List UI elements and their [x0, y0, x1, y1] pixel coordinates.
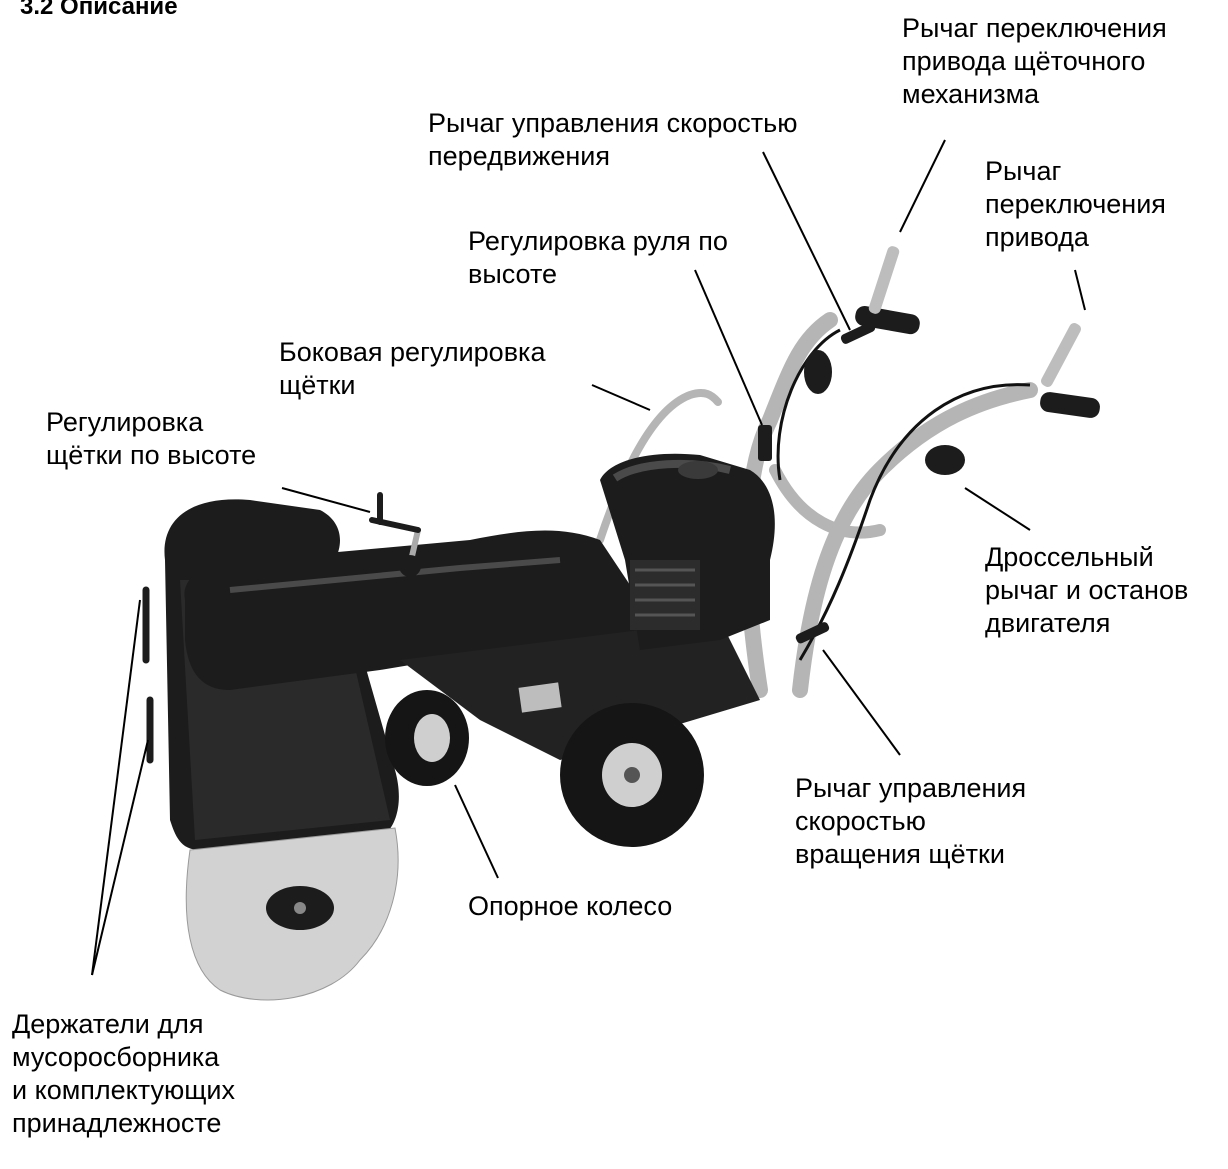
travel-lever-shape — [840, 321, 877, 345]
right-handle-bar — [800, 390, 1030, 690]
holder-rods — [146, 590, 150, 760]
drive-wheel — [560, 703, 704, 847]
leader-holders-1 — [92, 600, 140, 975]
leader-brush-rotation — [823, 650, 900, 755]
speed-dial — [804, 350, 832, 394]
brush-bristles — [186, 828, 398, 1000]
leader-drive — [1075, 270, 1085, 310]
fuel-cap — [678, 461, 718, 479]
brush-drive-lever-shape — [867, 245, 900, 315]
label-brush-height-adjust: Регулировка щётки по высоте — [46, 406, 256, 472]
leader-travel-speed — [763, 152, 850, 330]
label-brush-rotation-lever: Рычаг управления скоростью вращения щётк… — [795, 772, 1026, 871]
leader-brush-drive — [900, 140, 945, 232]
label-holders: Держатели для мусоросборника и комплекту… — [12, 1008, 235, 1140]
height-adjust-block — [758, 425, 772, 461]
leader-support-wheel — [455, 785, 498, 878]
throttle-dial — [925, 445, 965, 475]
drive-lever-shape — [1039, 321, 1082, 388]
support-wheel-shape — [385, 690, 469, 786]
leader-handle-height — [695, 270, 762, 425]
label-drive-lever: Рычаг переключения привода — [985, 155, 1166, 254]
label-travel-speed-lever: Рычаг управления скоростью передвижения — [428, 107, 797, 173]
right-grip — [1039, 391, 1101, 419]
label-handle-height-adjust: Регулировка руля по высоте — [468, 225, 728, 291]
label-support-wheel: Опорное колесо — [468, 890, 672, 923]
label-brush-drive-lever: Рычаг переключения привода щёточного мех… — [902, 12, 1167, 111]
label-throttle-lever: Дроссельный рычаг и останов двигателя — [985, 541, 1188, 640]
leader-holders-2 — [92, 740, 148, 975]
label-side-brush-adjust: Боковая регулировка щётки — [279, 336, 545, 402]
leader-throttle — [965, 488, 1030, 530]
leader-side-brush — [592, 385, 650, 410]
